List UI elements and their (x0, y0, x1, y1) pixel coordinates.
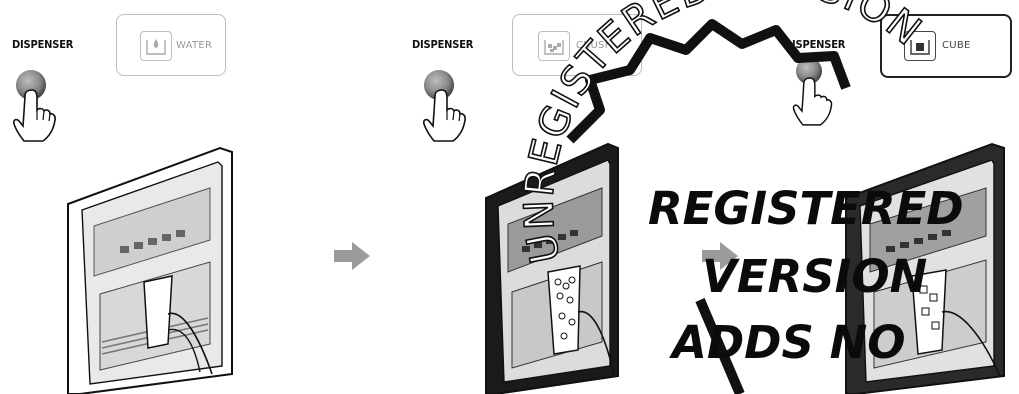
dispenser-illustration (60, 144, 240, 394)
watermark-line-2: VERSION (702, 250, 927, 303)
mode-label: WATER (176, 40, 212, 51)
watermark-line-1: REGISTERED (648, 182, 964, 235)
watermark-line-3: ADDS NO (672, 316, 906, 369)
dispenser-label: DISPENSER (12, 38, 73, 51)
water-icon (140, 31, 172, 61)
pressing-hand-icon (10, 86, 60, 144)
arrow-right-icon (332, 240, 372, 272)
